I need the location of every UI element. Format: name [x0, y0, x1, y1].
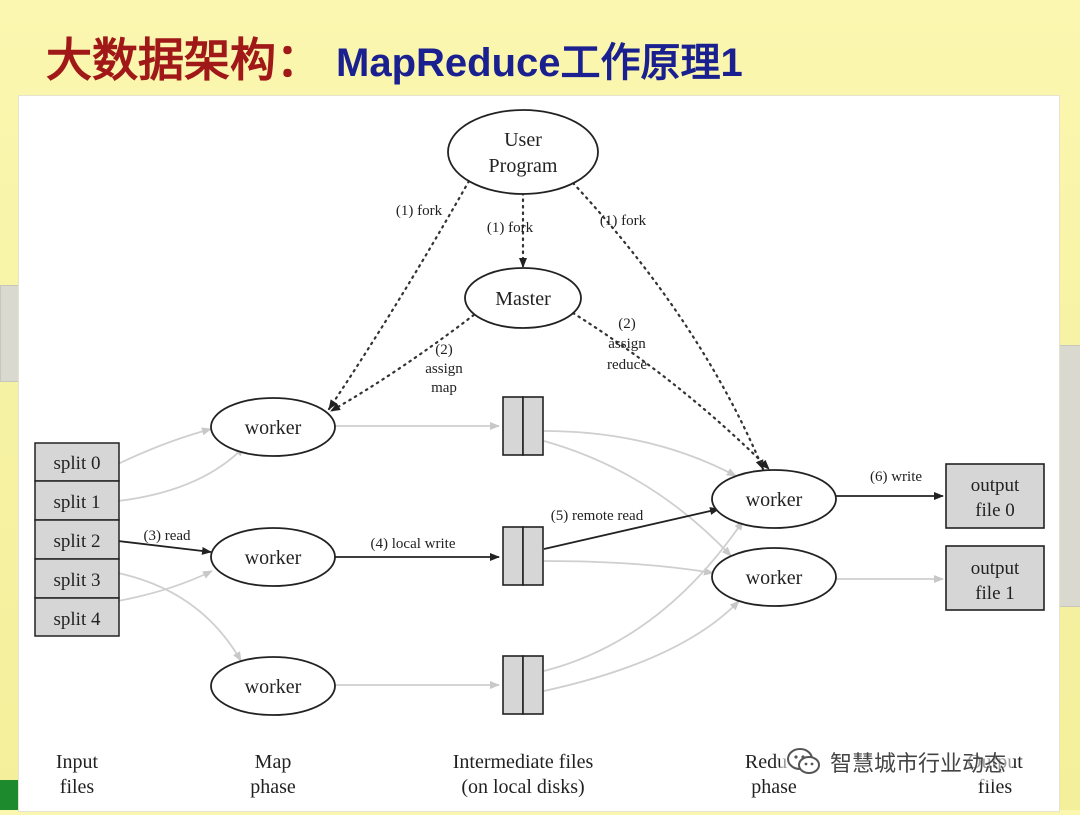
master-label: Master	[495, 288, 551, 310]
footer-accent-bar	[0, 780, 18, 810]
slide-title: 大数据架构： MapReduce工作原理1	[46, 24, 743, 94]
phase-reduce-1: Redu	[745, 751, 787, 773]
arrow-split0-worker1	[117, 427, 212, 465]
input-splits	[34, 442, 120, 637]
intermediate-file-2	[502, 526, 544, 586]
label-fork-left: (1) fork	[396, 203, 443, 219]
intermediate-file-1	[502, 396, 544, 456]
solid-flow-arrows	[117, 492, 944, 561]
output-0-label-1: output	[971, 475, 1020, 496]
label-local-write: (4) local write	[371, 536, 456, 552]
reduce-worker-1: worker	[711, 469, 837, 529]
diagram-panel: User Program Master worker worker worker…	[18, 95, 1060, 812]
arrow-split1-worker1	[117, 446, 245, 502]
arrow-read	[117, 540, 212, 555]
split-box	[34, 519, 120, 560]
phase-map-1: Map	[255, 751, 292, 773]
intermediate-file-3	[502, 655, 544, 715]
label-fork-center: (1) fork	[487, 220, 534, 236]
label-assign-map-3: map	[431, 380, 457, 396]
split-box	[34, 480, 120, 521]
user-program-label-1: User	[504, 129, 542, 151]
label-remote-read: (5) remote read	[551, 508, 644, 524]
worker-label: worker	[245, 547, 302, 569]
arrow-file3-reduce2	[543, 600, 740, 692]
split-box	[34, 442, 120, 482]
right-decor-band	[1058, 345, 1080, 607]
wechat-icon	[787, 748, 820, 774]
reduce-worker-2: worker	[711, 547, 837, 607]
label-read: (3) read	[143, 528, 191, 544]
map-worker-1: worker	[210, 397, 336, 457]
mapreduce-diagram: User Program Master worker worker worker…	[34, 109, 1045, 798]
split-label-4: split 4	[54, 609, 101, 630]
split-label-1: split 1	[54, 492, 101, 513]
user-program-label-2: Program	[489, 155, 558, 177]
phase-intermediate-1: Intermediate files	[453, 751, 594, 773]
watermark: 智慧城市行业动态	[780, 742, 1013, 782]
label-assign-reduce-3: reduce	[607, 357, 647, 373]
output-file-1: output file 1	[945, 545, 1045, 611]
phase-input-1: Input	[56, 751, 99, 773]
worker-label: worker	[746, 567, 803, 589]
arrow-split3-worker2	[117, 570, 213, 602]
label-assign-reduce-2: assign	[608, 336, 646, 352]
label-assign-reduce-1: (2)	[618, 316, 636, 332]
arrow-remote-read	[543, 507, 720, 550]
arrow-file1-reduce2	[543, 440, 732, 557]
arrow-split4-worker3	[117, 572, 242, 662]
title-chinese: 大数据架构：	[46, 33, 322, 87]
output-1-label-1: output	[971, 558, 1020, 579]
output-0-label-2: file 0	[975, 500, 1015, 521]
split-box	[34, 558, 120, 599]
worker-label: worker	[746, 489, 803, 511]
gray-flow-arrows	[117, 422, 944, 692]
label-assign-map-2: assign	[425, 361, 463, 377]
arrow-file1-reduce1	[543, 430, 737, 477]
output-1-label-2: file 1	[975, 583, 1015, 604]
phase-map-2: phase	[250, 776, 296, 798]
watermark-text: 智慧城市行业动态	[830, 752, 1007, 777]
map-worker-3: worker	[210, 656, 336, 716]
split-label-3: split 3	[54, 570, 101, 591]
map-worker-2: worker	[210, 527, 336, 587]
worker-label: worker	[245, 417, 302, 439]
master-node: Master	[464, 267, 582, 329]
dotted-control-arrows	[327, 179, 771, 471]
split-label-2: split 2	[54, 531, 101, 552]
split-box	[34, 597, 120, 637]
split-label-0: split 0	[54, 453, 101, 474]
phase-input-2: files	[60, 776, 95, 798]
edge-labels: (1) fork (1) fork (1) fork (2) assign ma…	[143, 203, 922, 552]
arrow-file3-reduce1	[543, 520, 744, 672]
phase-intermediate-2: (on local disks)	[461, 776, 584, 798]
arrow-fork-worker	[327, 179, 471, 411]
label-fork-right: (1) fork	[600, 213, 647, 229]
arrow-file2-reduce2	[543, 560, 714, 576]
label-assign-map-1: (2)	[435, 342, 453, 358]
label-write: (6) write	[870, 469, 922, 485]
arrow-assign-reduce	[571, 311, 771, 471]
user-program-node: User Program	[447, 109, 599, 195]
title-english: MapReduce工作原理1	[336, 41, 743, 85]
worker-label: worker	[245, 676, 302, 698]
output-file-0: output file 0	[945, 463, 1045, 529]
